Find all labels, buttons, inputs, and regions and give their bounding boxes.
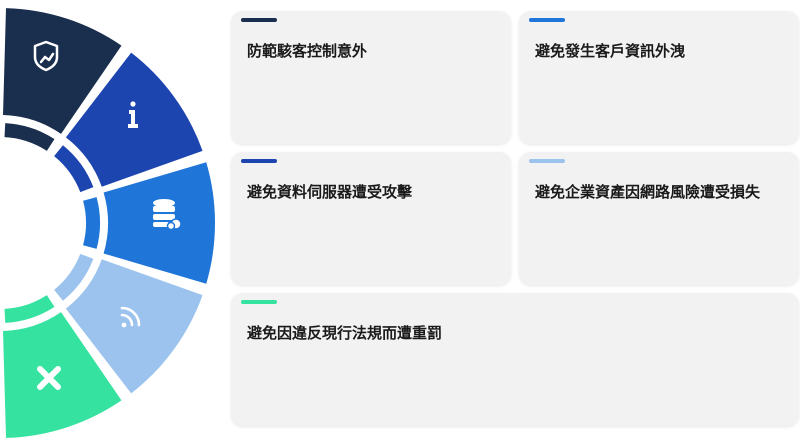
risk-card-hacker-control: 防範駭客控制意外 xyxy=(231,11,511,144)
card-accent-bar xyxy=(529,159,565,163)
card-accent-bar xyxy=(529,18,565,22)
wheel-segment xyxy=(65,259,203,394)
card-accent-bar xyxy=(241,159,277,163)
risk-card-asset-loss: 避免企業資產因網路風險遭受損失 xyxy=(519,152,799,285)
wheel-inner-arc xyxy=(83,197,101,249)
wheel-inner-arc xyxy=(4,295,55,323)
close-icon xyxy=(37,366,61,390)
shield-icon xyxy=(33,40,59,72)
card-accent-bar xyxy=(241,300,277,304)
database-cloud-icon xyxy=(153,199,182,231)
wheel-segments xyxy=(3,8,215,438)
card-label: 防範駭客控制意外 xyxy=(247,42,368,60)
card-label: 避免資料伺服器遭受攻擊 xyxy=(247,183,413,201)
info-icon xyxy=(128,101,138,128)
risk-card-customer-data-leak: 避免發生客戶資訊外洩 xyxy=(519,11,799,144)
wheel-inner-arc xyxy=(54,145,94,193)
wheel-segment xyxy=(3,312,122,438)
card-label: 避免發生客戶資訊外洩 xyxy=(535,42,686,60)
risk-card-server-attack: 避免資料伺服器遭受攻擊 xyxy=(231,152,511,285)
rss-icon xyxy=(120,306,141,328)
risk-card-regulation-penalty: 避免因違反現行法規而遭重罰 xyxy=(231,293,799,426)
risk-wheel xyxy=(3,8,215,438)
card-accent-bar xyxy=(241,18,277,22)
card-label: 避免企業資產因網路風險遭受損失 xyxy=(535,183,761,201)
wheel-segment xyxy=(3,8,122,134)
card-label: 避免因違反現行法規而遭重罰 xyxy=(247,324,443,342)
wheel-inner-arc xyxy=(4,123,55,151)
wheel-inner-arc xyxy=(54,253,94,301)
wheel-inner-arcs xyxy=(4,123,101,323)
